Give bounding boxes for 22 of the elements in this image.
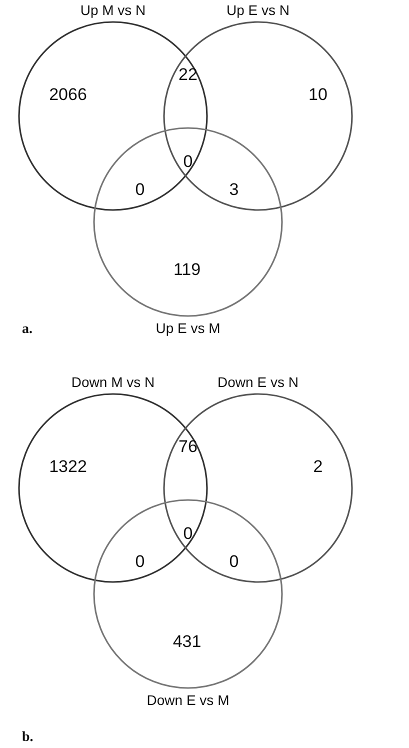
set-label: Down E vs N	[218, 374, 298, 390]
set-label: Up E vs M	[156, 320, 220, 336]
set-label: Up E vs N	[226, 2, 290, 18]
count-label: 3	[229, 180, 239, 200]
set-label: Down E vs M	[146, 692, 230, 708]
count-label: 0	[135, 552, 145, 572]
set-label: Up M vs N	[80, 2, 146, 18]
count-label: 431	[172, 632, 202, 652]
count-label: 2	[313, 457, 323, 477]
panel-letter: a.	[22, 322, 32, 338]
panel-letter: b.	[22, 730, 34, 746]
count-label: 22	[178, 65, 198, 85]
count-label: 10	[308, 85, 328, 105]
count-label: 2066	[49, 85, 87, 105]
count-label: 0	[183, 152, 193, 172]
set-label: Down M vs N	[71, 374, 155, 390]
count-label: 76	[178, 437, 198, 457]
count-label: 0	[229, 552, 239, 572]
count-label: 1322	[49, 457, 87, 477]
count-label: 0	[183, 524, 193, 544]
count-label: 0	[135, 180, 145, 200]
count-label: 119	[173, 260, 201, 280]
